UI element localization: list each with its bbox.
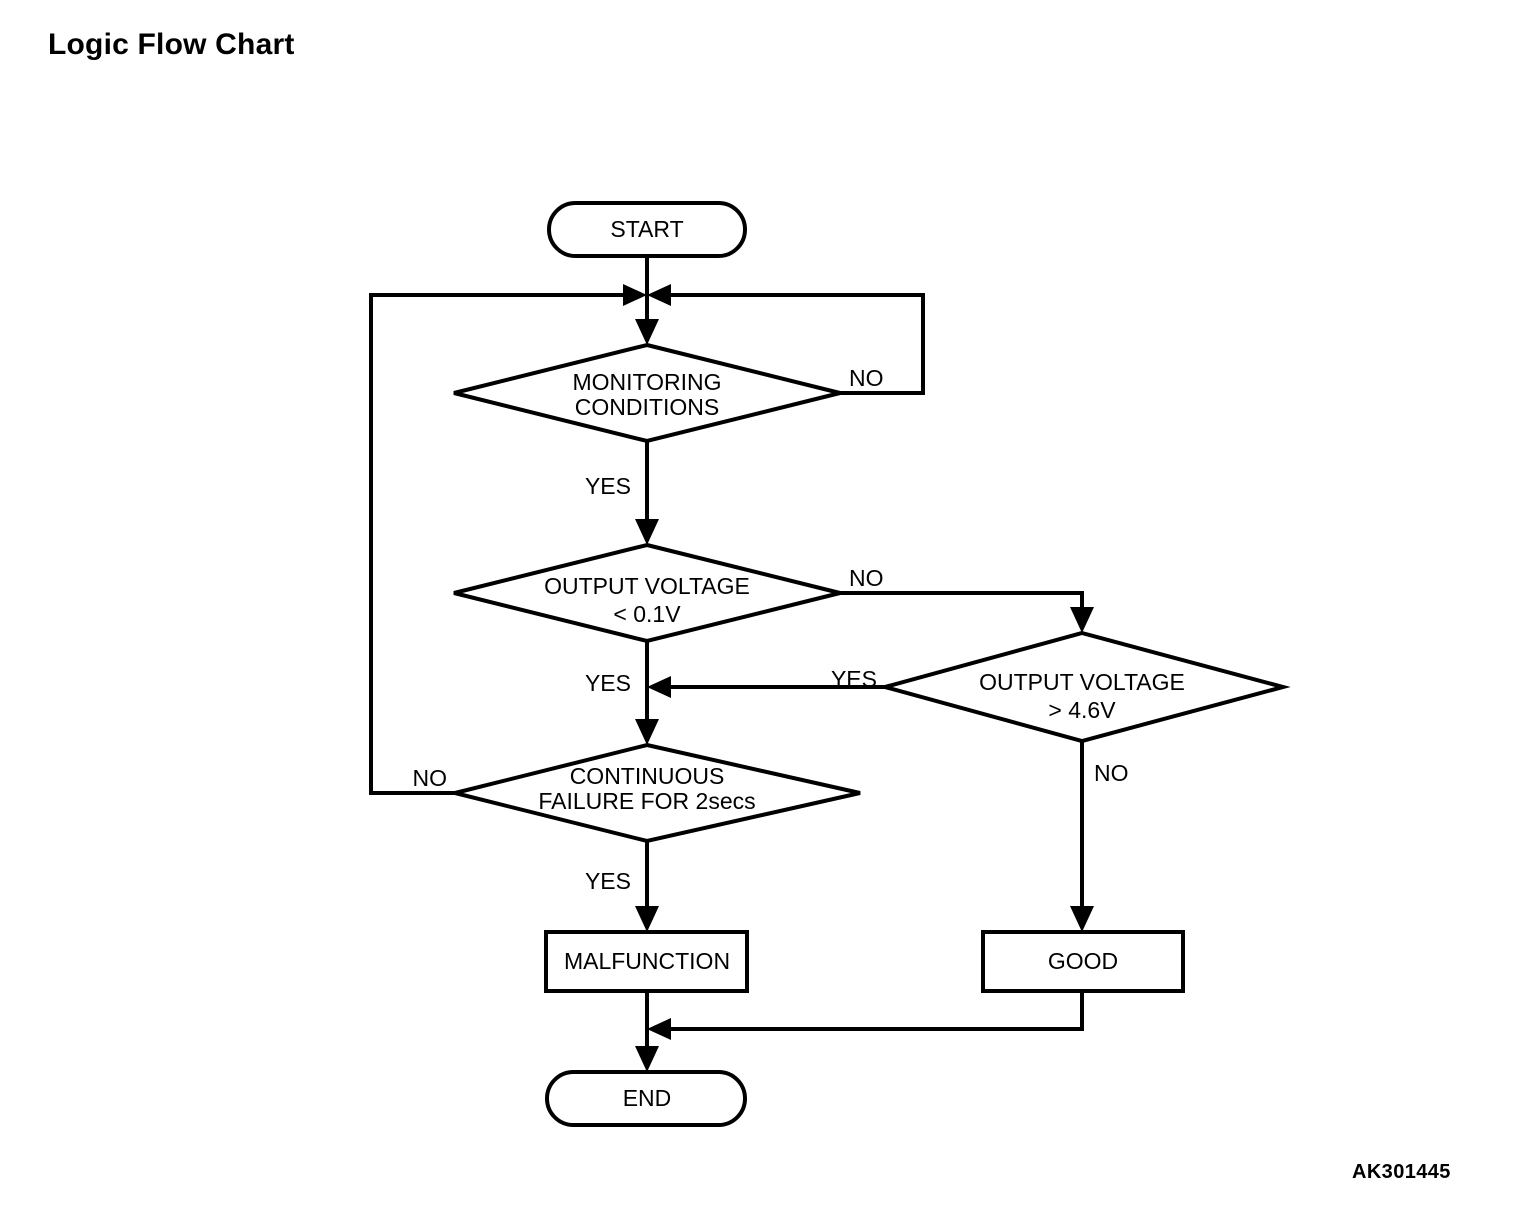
node-output-voltage-high[interactable]	[877, 630, 1291, 744]
arrowhead-into-malfunction	[635, 906, 659, 932]
arrowhead-into-end	[635, 1046, 659, 1072]
node-continuous-failure[interactable]	[454, 742, 861, 844]
arrowhead-failure-no	[623, 284, 647, 306]
node-start-label: START	[610, 216, 683, 242]
page-title: Logic Flow Chart	[48, 28, 295, 61]
edge-label-failure-no: NO	[413, 765, 448, 791]
edge-label-voltage-high-no: NO	[1094, 760, 1129, 786]
connector-monitoring-no-loop	[663, 293, 925, 395]
edge-label-voltage-low-yes: YES	[585, 670, 631, 696]
edge-label-failure-yes: YES	[585, 868, 631, 894]
edge-label-monitoring-yes: YES	[585, 473, 631, 499]
connector-voltage-low-no	[840, 591, 1084, 615]
node-voltage-low-label-line1: OUTPUT VOLTAGE	[544, 573, 750, 599]
node-failure-label-line2: FAILURE FOR 2secs	[538, 788, 755, 814]
node-voltage-high-label-line2: > 4.6V	[1048, 697, 1116, 723]
connector-failure-no-loop	[369, 293, 631, 795]
node-monitoring-label-line2: CONDITIONS	[575, 394, 719, 420]
node-good[interactable]	[981, 930, 1185, 993]
reference-code: AK301445	[1352, 1161, 1451, 1183]
node-end[interactable]	[545, 1070, 747, 1127]
node-monitoring-label-line1: MONITORING	[572, 369, 721, 395]
node-voltage-low-label-line2: < 0.1V	[613, 601, 681, 627]
node-voltage-high-label-line1: OUTPUT VOLTAGE	[979, 669, 1185, 695]
connector-good-to-end	[663, 991, 1084, 1031]
arrowhead-into-voltage-low	[635, 519, 659, 545]
node-output-voltage-low[interactable]	[453, 542, 841, 644]
node-monitoring-conditions[interactable]	[453, 342, 841, 444]
arrowhead-voltage-high-yes	[647, 676, 671, 698]
arrowhead-into-monitoring	[635, 319, 659, 345]
edge-label-voltage-low-no: NO	[849, 565, 884, 591]
node-malfunction-label: MALFUNCTION	[564, 948, 730, 974]
arrowhead-into-good	[1070, 906, 1094, 932]
arrowhead-good-merge	[647, 1018, 671, 1040]
edge-label-monitoring-no: NO	[849, 365, 884, 391]
arrowhead-into-continuous-failure	[635, 719, 659, 745]
edge-label-voltage-high-yes: YES	[831, 666, 877, 692]
node-start[interactable]	[547, 201, 747, 258]
arrowhead-into-voltage-high	[1070, 607, 1094, 633]
node-good-label: GOOD	[1048, 948, 1118, 974]
node-end-label: END	[623, 1085, 672, 1111]
node-failure-label-line1: CONTINUOUS	[570, 763, 725, 789]
arrowhead-monitoring-no	[647, 284, 671, 306]
node-malfunction[interactable]	[544, 930, 749, 993]
